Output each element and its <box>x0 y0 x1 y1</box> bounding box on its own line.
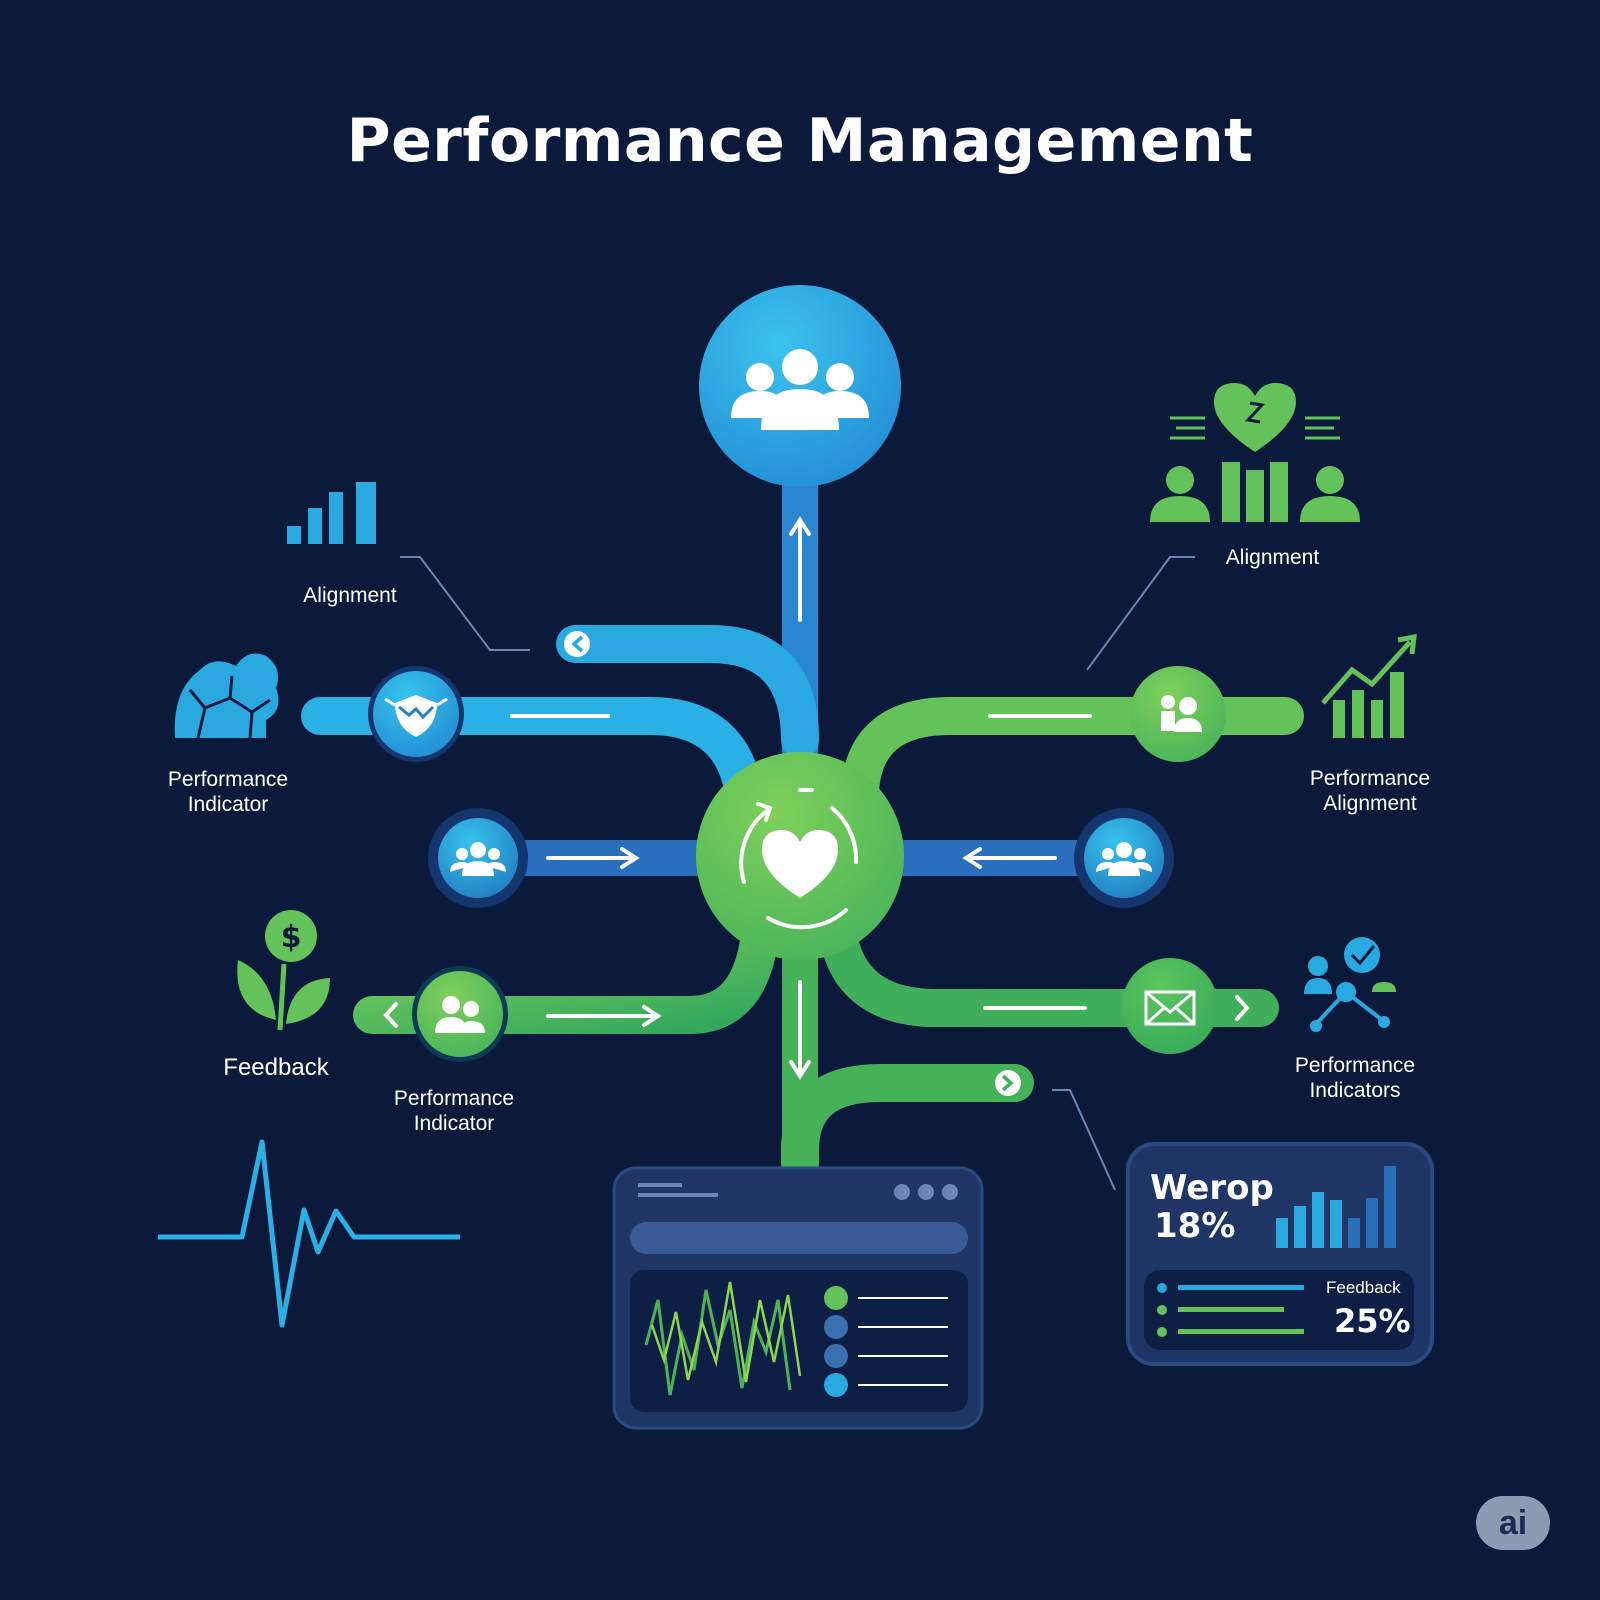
stats-feedback-value: 25% <box>1334 1302 1411 1340</box>
right-lower-node[interactable] <box>1122 958 1218 1054</box>
tab-right-arrow-icon <box>995 1070 1021 1096</box>
left-upper-node[interactable] <box>368 666 464 762</box>
network-people-icon <box>1304 937 1396 1032</box>
svg-text:$: $ <box>281 920 302 955</box>
leader-alignment-right <box>1086 556 1195 671</box>
handshake-shield-icon <box>384 695 448 737</box>
branch-left-lower <box>353 916 779 1034</box>
two-people-icon <box>435 996 485 1033</box>
leader-stats-panel <box>1052 1089 1116 1191</box>
center-heart-node[interactable] <box>696 752 904 960</box>
stats-feedback-label: Feedback <box>1326 1278 1401 1297</box>
top-team-node[interactable] <box>699 285 901 487</box>
right-mid-node[interactable] <box>1074 808 1174 908</box>
page-title: Performance Management <box>346 106 1254 176</box>
team-icon <box>450 842 506 876</box>
label-alignment-left: Alignment <box>303 584 397 607</box>
team-icon <box>731 349 869 430</box>
stats-headline: Werop <box>1150 1168 1274 1208</box>
label-performance-indicators-right: Performance Indicators <box>1294 1054 1416 1102</box>
tab-left-arrow-icon <box>564 631 590 657</box>
branch-right-lower <box>819 916 1279 1027</box>
stats-panel <box>1126 1142 1434 1366</box>
label-alignment-right: Alignment <box>1225 546 1320 569</box>
path-arrows <box>383 516 1250 1080</box>
right-upper-node[interactable] <box>1130 666 1226 762</box>
left-lower-node[interactable] <box>412 966 508 1062</box>
heart-cycle-icon <box>739 788 859 930</box>
team-icon <box>1096 842 1152 876</box>
branch-bottom-right <box>781 1064 1034 1184</box>
label-feedback: Feedback <box>223 1054 329 1081</box>
label-performance-indicator-left: Performance Indicator <box>167 768 289 816</box>
ai-badge: ai <box>1476 1496 1550 1550</box>
leader-alignment-left <box>400 556 530 651</box>
team-meeting-icon <box>1161 695 1202 732</box>
bar-chart-icon <box>287 482 376 544</box>
label-performance-alignment: Performance Alignment <box>1309 767 1431 815</box>
branch-top-left <box>556 625 819 759</box>
dashboard-panel <box>612 1166 984 1430</box>
stats-headline-value: 18% <box>1154 1206 1236 1246</box>
label-performance-indicator-bottom: Performance Indicator <box>393 1087 515 1135</box>
growth-chart-icon <box>1321 633 1417 738</box>
heart-team-icon <box>1150 383 1360 522</box>
left-mid-node[interactable] <box>428 808 528 908</box>
envelope-icon <box>1144 990 1196 1026</box>
plant-coin-icon: $ <box>237 910 330 1031</box>
pulse-line-icon <box>158 1139 460 1328</box>
puzzle-head-icon <box>174 653 279 739</box>
